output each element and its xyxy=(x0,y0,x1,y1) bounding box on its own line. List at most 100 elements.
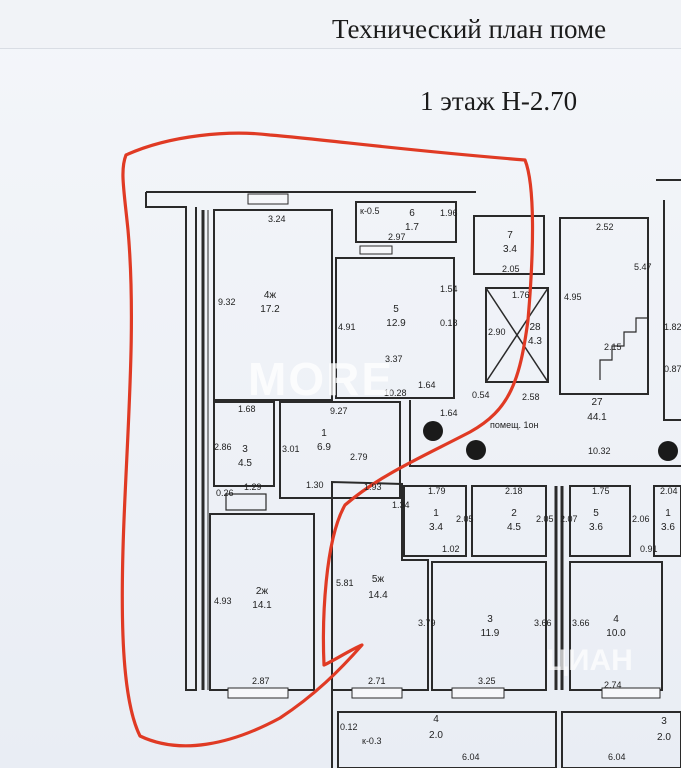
room-s2-num: 2 xyxy=(511,508,517,519)
floor-label: 1 этаж Н-2.70 xyxy=(420,86,578,116)
room-4zh-area: 17.2 xyxy=(260,304,280,315)
dim: 1.29 xyxy=(244,482,262,492)
room-s1b-num: 1 xyxy=(665,508,671,519)
room-3b-area: 11.9 xyxy=(481,628,500,639)
room-3b-num: 3 xyxy=(487,614,493,625)
room-small2-outline xyxy=(471,485,547,557)
dim: 1.93 xyxy=(364,482,382,492)
room-s1b-area: 3.6 xyxy=(661,522,675,533)
room-4b-area: 10.0 xyxy=(606,628,626,639)
pomesch-label: помещ. 1он xyxy=(490,420,538,430)
watermark-source: ЦИАН xyxy=(546,644,633,677)
dim: 2.05 xyxy=(456,514,474,524)
room-5-num: 5 xyxy=(393,304,399,315)
dim: 5.47 xyxy=(634,262,652,272)
dim: 3.25 xyxy=(478,676,496,686)
red-highlight-outline xyxy=(120,131,535,748)
dim: 4.91 xyxy=(338,322,356,332)
outer-wall-left xyxy=(145,192,197,691)
balcony-bottom-right xyxy=(561,711,681,768)
room-5-outline xyxy=(335,257,455,399)
dim: 10.28 xyxy=(384,388,407,398)
room-28-num: 28 xyxy=(529,322,541,333)
room-5-area: 12.9 xyxy=(386,318,406,329)
room-5zh-num: 5ж xyxy=(372,574,385,585)
dim: 4.95 xyxy=(564,292,582,302)
dim: 2.58 xyxy=(522,392,540,402)
room-6-outline xyxy=(355,201,457,243)
dim: 2.71 xyxy=(368,676,386,686)
dim: 2.97 xyxy=(388,232,406,242)
dim: 1.02 xyxy=(442,544,460,554)
dim: 3.66 xyxy=(572,618,590,628)
room-3-area: 4.5 xyxy=(238,458,252,469)
dim: 9.32 xyxy=(218,297,236,307)
dim: 6.04 xyxy=(608,752,626,762)
room-7-area: 3.4 xyxy=(503,244,517,255)
room-5zh-area: 14.4 xyxy=(368,590,388,601)
room-2zh-num: 2ж xyxy=(256,586,269,597)
dim: 3.79 xyxy=(418,618,436,628)
room-4b-num: 4 xyxy=(613,614,619,625)
room-s5-num: 5 xyxy=(593,508,599,519)
room-small1-outline xyxy=(403,485,467,557)
balcony-bottom-left xyxy=(337,711,557,768)
room-7-outline xyxy=(473,215,545,275)
riser-1 xyxy=(423,421,443,441)
room-28-area: 4.3 xyxy=(528,336,542,347)
balcony-label-top: к-0.5 xyxy=(360,206,379,216)
room-b4-num: 4 xyxy=(433,714,439,725)
dim: 2.86 xyxy=(214,442,232,452)
dim: 1.68 xyxy=(238,404,256,414)
dim: 9.27 xyxy=(330,406,348,416)
room-b4-area: 2.0 xyxy=(429,730,443,741)
room-27-area: 44.1 xyxy=(587,412,607,423)
dim: 2.18 xyxy=(505,486,523,496)
room-small5-outline xyxy=(569,485,631,557)
dim: 2.04 xyxy=(660,486,678,496)
room-4zh-num: 4ж xyxy=(264,290,277,301)
room-4zh-outline xyxy=(213,209,333,401)
dim: 1.79 xyxy=(428,486,446,496)
corridor-outline xyxy=(409,400,681,467)
dim: 1.76 xyxy=(512,290,530,300)
dim: 1.96 xyxy=(440,208,458,218)
room-s1-num: 1 xyxy=(433,508,439,519)
dim: 2.07 xyxy=(560,514,578,524)
dim: 5.81 xyxy=(336,578,354,588)
dim: 2.05 xyxy=(536,514,554,524)
header-band xyxy=(0,0,681,49)
dim: 1.64 xyxy=(440,408,458,418)
room-1-num: 1 xyxy=(321,428,327,439)
dim: 2.90 xyxy=(488,327,506,337)
room-27-num: 27 xyxy=(591,397,603,408)
dim: 1.64 xyxy=(418,380,436,390)
room-s1-area: 3.4 xyxy=(429,522,443,533)
stair-outline xyxy=(559,217,649,395)
dim: 3.37 xyxy=(385,354,403,364)
riser-2 xyxy=(466,440,486,460)
dim: 2.87 xyxy=(252,676,270,686)
dim: 6.04 xyxy=(462,752,480,762)
dim: 0.54 xyxy=(472,390,490,400)
dim: 0.26 xyxy=(216,488,234,498)
room-3-num: 3 xyxy=(242,444,248,455)
room-small1b-outline xyxy=(653,485,681,557)
room-6-area: 1.7 xyxy=(405,222,419,233)
room-1-outline xyxy=(279,401,401,499)
dim: 1.54 xyxy=(440,284,458,294)
room-3-outline xyxy=(213,401,275,487)
dim: 0.91 xyxy=(640,544,658,554)
dim: 1.75 xyxy=(592,486,610,496)
dim: 1.82 xyxy=(664,322,681,332)
dim: 3.66 xyxy=(534,618,552,628)
dim: 0.12 xyxy=(340,722,358,732)
dim: 10.32 xyxy=(588,446,611,456)
dim: 0.87 xyxy=(664,364,681,374)
room-s2-area: 4.5 xyxy=(507,522,521,533)
dim: 0.18 xyxy=(440,318,458,328)
watermark-brand: MORE xyxy=(248,353,394,405)
riser-3 xyxy=(658,441,678,461)
